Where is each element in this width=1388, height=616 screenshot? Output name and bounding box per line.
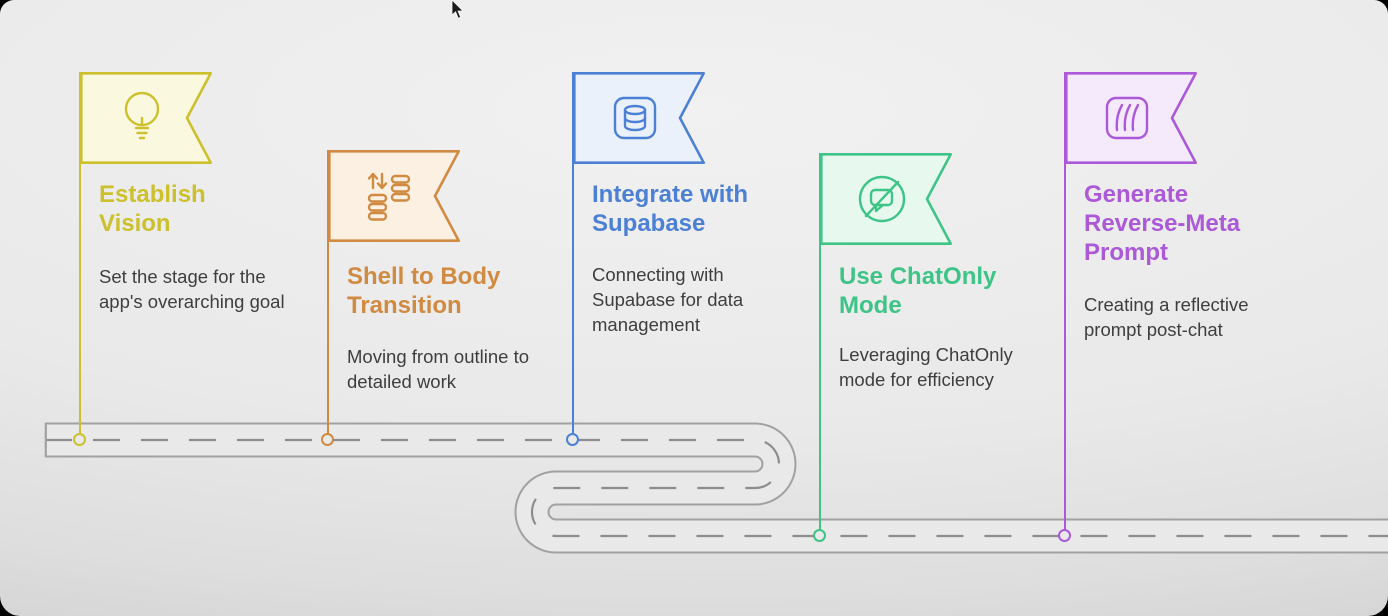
road-node bbox=[72, 432, 86, 446]
milestone-title: Integrate with Supabase bbox=[592, 181, 749, 237]
flag-pole bbox=[818, 153, 822, 536]
milestone-description: Creating a reflective prompt post-chat bbox=[1084, 294, 1249, 340]
flag-banner bbox=[572, 71, 705, 164]
road-node bbox=[1057, 528, 1071, 542]
milestone-description: Connecting with Supabase for data manage… bbox=[592, 264, 744, 335]
lightbulb-icon bbox=[124, 91, 160, 140]
milestone-title: Use ChatOnly Mode bbox=[839, 263, 997, 319]
road-centerline bbox=[45, 438, 1388, 538]
mouse-cursor-icon bbox=[451, 0, 464, 19]
flag-banner bbox=[327, 149, 460, 242]
milestone-description: Leveraging ChatOnly mode for efficiency bbox=[839, 344, 1013, 390]
road-node bbox=[565, 432, 579, 446]
road-node bbox=[812, 528, 826, 542]
milestone-title: Generate Reverse-Meta Prompt bbox=[1084, 181, 1241, 266]
milestone-description: Moving from outline to detailed work bbox=[347, 346, 530, 392]
flag-pole bbox=[1063, 72, 1067, 536]
milestone-title: Shell to Body Transition bbox=[347, 263, 501, 319]
flag-pole bbox=[571, 72, 575, 440]
flag-banner bbox=[819, 152, 952, 245]
flag-pole bbox=[78, 72, 82, 440]
milestone-description: Set the stage for the app's overarching … bbox=[99, 266, 285, 312]
road-node bbox=[320, 432, 334, 446]
road-edges bbox=[45, 422, 1388, 554]
flag-banner bbox=[1064, 71, 1197, 164]
database-icon bbox=[613, 96, 657, 140]
stack-transfer-icon bbox=[367, 172, 411, 221]
flag-pole bbox=[326, 150, 330, 440]
road-surface bbox=[45, 424, 1388, 552]
flag-banner bbox=[79, 71, 212, 164]
miro-chevrons-icon bbox=[1105, 96, 1149, 140]
chat-slash-icon bbox=[858, 175, 906, 223]
milestone-title: Establish Vision bbox=[99, 181, 206, 237]
